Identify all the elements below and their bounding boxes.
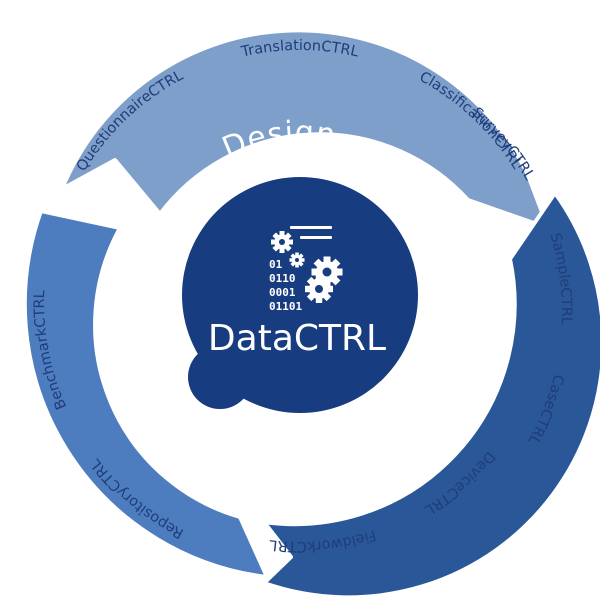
discover-label: Discover xyxy=(115,246,173,399)
discover-segment[interactable] xyxy=(22,209,269,579)
text-lines-icon xyxy=(290,226,332,239)
binary-line: 01101 xyxy=(269,300,302,313)
create-segment[interactable] xyxy=(262,191,600,600)
gears-icon xyxy=(271,231,343,303)
center-badge xyxy=(182,177,418,413)
design-segment[interactable] xyxy=(60,28,550,230)
center-title: DataCTRL xyxy=(208,318,386,359)
binary-line: 0110 xyxy=(269,272,296,285)
binary-line: 01 xyxy=(269,258,283,271)
binary-line: 0001 xyxy=(269,286,296,299)
outer-label-translation[interactable]: TranslationCTRL xyxy=(239,38,360,61)
create-label: Create xyxy=(412,292,478,406)
